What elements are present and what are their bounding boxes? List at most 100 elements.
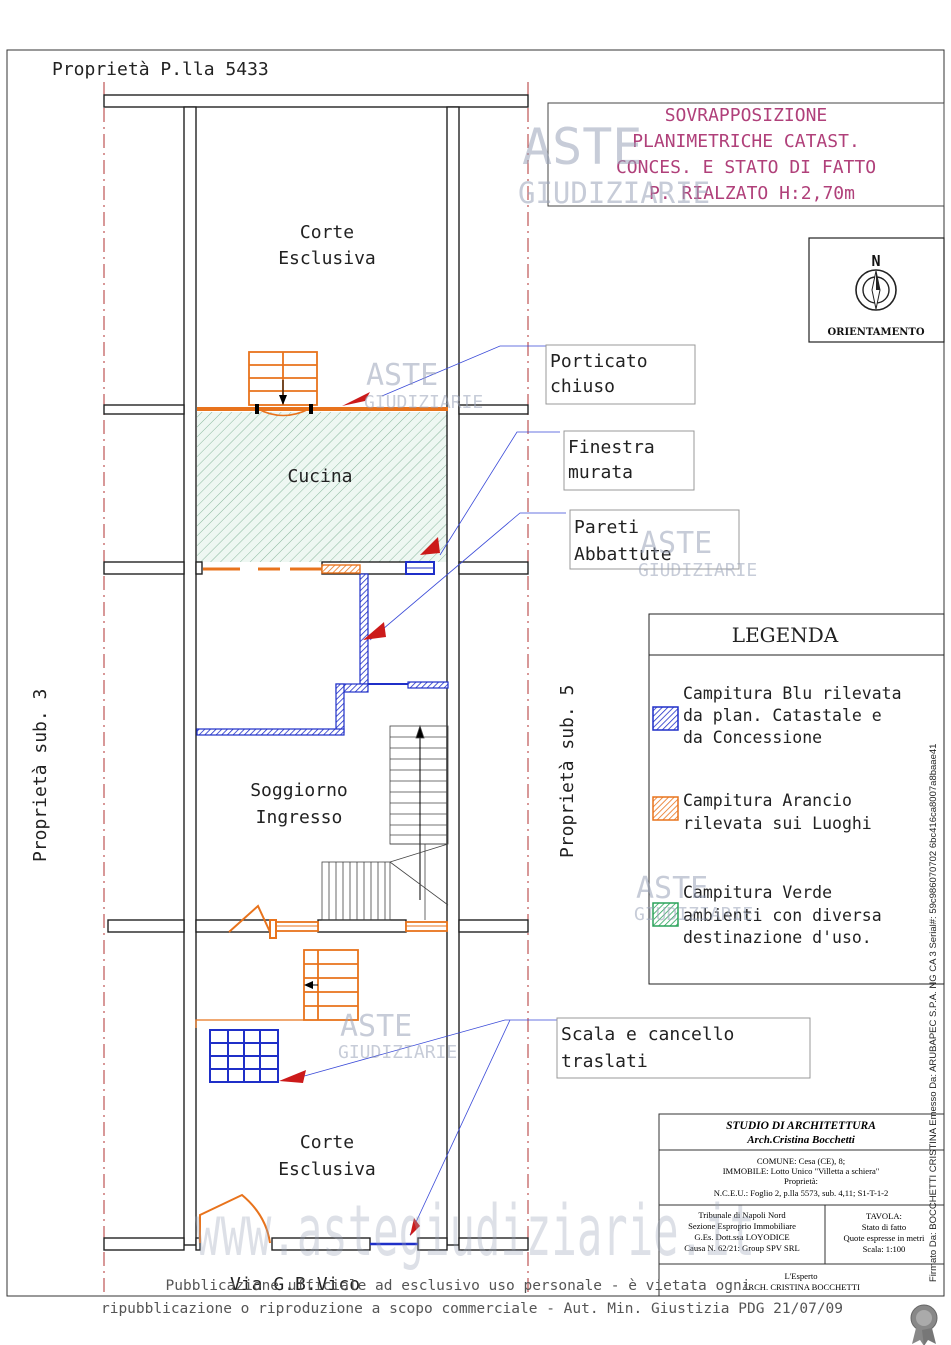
- footer-line-2: ripubblicazione o riproduzione a scopo c…: [101, 1301, 843, 1317]
- callout-arrowheads: [279, 392, 440, 1236]
- stairs-main: [321, 724, 449, 921]
- legend-green-1: Campitura Verde: [683, 883, 832, 902]
- callout-pareti-1: Pareti: [574, 517, 639, 538]
- kitchen-area-hatch: [197, 412, 447, 562]
- svg-text:GIUDIZIARIE: GIUDIZIARIE: [634, 904, 753, 925]
- property-right-label: Proprietà sub. 5: [557, 685, 578, 858]
- stamp-arch: Arch.Cristina Bocchetti: [746, 1134, 856, 1146]
- stamp-tavola-2: Stato di fatto: [862, 1222, 906, 1232]
- title-box: [547, 102, 945, 207]
- callout-scala-1: Scala e cancello: [561, 1024, 734, 1045]
- legend-blue-1: Campitura Blu rilevata: [683, 684, 902, 703]
- title-line-1: SOVRAPPOSIZIONE: [665, 105, 828, 126]
- title-block-stamp: STUDIO DI ARCHITETTURA Arch.Cristina Boc…: [658, 1113, 945, 1297]
- callout-scala-2: traslati: [561, 1051, 648, 1072]
- svg-text:ASTE: ASTE: [640, 526, 712, 561]
- stamp-info-4: N.C.E.U.: Foglio 2, p.lla 5573, sub. 4,1…: [714, 1188, 889, 1198]
- orange-rilievo-elements: [195, 351, 448, 1244]
- stamp-trib-3: G.Es. Dott.ssa LOYODICE: [694, 1232, 789, 1242]
- street-label: Via G.B.Vico: [230, 1274, 360, 1295]
- wall-ext-3b: [458, 919, 529, 933]
- svg-text:ASTE: ASTE: [366, 358, 438, 393]
- title-line-2: PLANIMETRICHE CATAST.: [632, 131, 860, 152]
- legend-orange-2: rilevata sui Luoghi: [683, 814, 872, 833]
- svg-text:ASTE: ASTE: [636, 871, 708, 906]
- legend-swatch-blue: [652, 706, 679, 731]
- stamp-studio: STUDIO DI ARCHITETTURA: [726, 1120, 876, 1132]
- room-corte-top-line2: Esclusiva: [278, 248, 376, 269]
- room-soggiorno-line2: Ingresso: [256, 807, 343, 828]
- wall-ingresso-b: [317, 919, 407, 933]
- title-line-3: CONCES. E STATO DI FATTO: [616, 157, 876, 178]
- wall-ext-4b: [458, 1237, 529, 1251]
- property-left-label: Proprietà sub. 3: [30, 689, 51, 862]
- room-cucina: Cucina: [287, 466, 352, 487]
- stamp-trib-2: Sezione Esproprio Immobiliare: [688, 1221, 796, 1231]
- title-text: SOVRAPPOSIZIONE PLANIMETRICHE CATAST. CO…: [616, 105, 876, 204]
- wall-ext-2b: [458, 561, 529, 575]
- wall-ext-4a: [103, 1237, 185, 1251]
- callout-pareti-2: Abbattute: [574, 544, 672, 565]
- legend-green-3: destinazione d'uso.: [683, 928, 872, 947]
- wall-ext-3a: [107, 919, 185, 933]
- stamp-esperto-2: ARCH. CRISTINA BOCCHETTI: [742, 1282, 860, 1292]
- callout-finestra-2: murata: [568, 462, 633, 483]
- wall-ext-1b: [458, 404, 529, 415]
- legend: LEGENDA Campitura Blu rilevata da plan. …: [648, 613, 945, 985]
- north-label: N: [871, 252, 880, 270]
- sheet-frame: [6, 49, 945, 1297]
- room-corte-top-line1: Corte: [300, 222, 354, 243]
- walls: [103, 94, 529, 1251]
- footer-line-1: Pubblicazione ufficiale ad esclusivo uso…: [166, 1278, 751, 1294]
- room-labels: Corte Esclusiva Cucina Soggiorno Ingress…: [250, 222, 376, 1180]
- property-top-label: Proprietà P.lla 5433: [52, 59, 269, 80]
- watermark-url: www.astegiudiziarie.it: [195, 1190, 755, 1272]
- stair-direction-arrows: [255, 380, 318, 989]
- legend-orange-1: Campitura Arancio: [683, 791, 852, 810]
- title-line-4: P. RIALZATO H:2,70m: [649, 183, 855, 204]
- room-soggiorno-line1: Soggiorno: [250, 780, 348, 801]
- digital-signature: Firmato Da: BOCCHETTI CRISTINA Emesso Da…: [928, 744, 939, 1282]
- stamp-trib-1: Tribunale di Napoli Nord: [698, 1210, 786, 1220]
- stamp-esperto-1: L'Esperto: [784, 1271, 817, 1281]
- wall-west: [183, 106, 197, 1246]
- wall-north: [103, 94, 529, 108]
- stamp-info-2: IMMOBILE: Lotto Unico "Villetta a schier…: [723, 1166, 880, 1176]
- blue-catasto-elements: [196, 561, 449, 1246]
- stamp-info-1: COMUNE: Cesa (CE), 8;: [757, 1156, 845, 1166]
- wall-ext-2a: [103, 561, 185, 575]
- svg-text:ASTE: ASTE: [340, 1009, 412, 1044]
- wall-ext-1a: [103, 404, 185, 415]
- svg-text:GIUDIZIARIE: GIUDIZIARIE: [338, 1042, 457, 1063]
- callout-leaders: [289, 345, 566, 1236]
- legend-green-2: ambienti con diversa: [683, 906, 882, 925]
- room-corte-bottom-line2: Esclusiva: [278, 1159, 376, 1180]
- wall-east: [446, 106, 460, 1246]
- legend-blue-2: da plan. Catastale e: [683, 706, 882, 725]
- svg-text:ASTE: ASTE: [522, 118, 642, 176]
- legend-blue-3: da Concessione: [683, 728, 822, 747]
- orange-stair-top: [248, 351, 318, 406]
- seal-icon: [910, 1304, 938, 1345]
- room-corte-bottom-line1: Corte: [300, 1132, 354, 1153]
- stamp-tavola-1: TAVOLA:: [866, 1211, 902, 1221]
- stamp-tavola-3: Quote espresse in metri: [844, 1233, 926, 1243]
- callout-porticato-2: chiuso: [550, 376, 615, 397]
- legend-swatch-orange: [652, 796, 679, 821]
- callout-finestra-1: Finestra: [568, 437, 655, 458]
- svg-text:GIUDIZIARIE: GIUDIZIARIE: [364, 392, 483, 413]
- wall-gate-a: [195, 1237, 201, 1251]
- orientation-box: [808, 237, 945, 343]
- blue-stair: [209, 1029, 279, 1083]
- stamp-info-3: Proprietà:: [784, 1176, 818, 1186]
- callouts: Porticato chiuso Finestra murata Pareti …: [545, 344, 811, 1079]
- stamp-trib-4: Causa N. 62/21: Group SPV SRL: [684, 1243, 799, 1253]
- svg-text:GIUDIZIARIE: GIUDIZIARIE: [638, 560, 757, 581]
